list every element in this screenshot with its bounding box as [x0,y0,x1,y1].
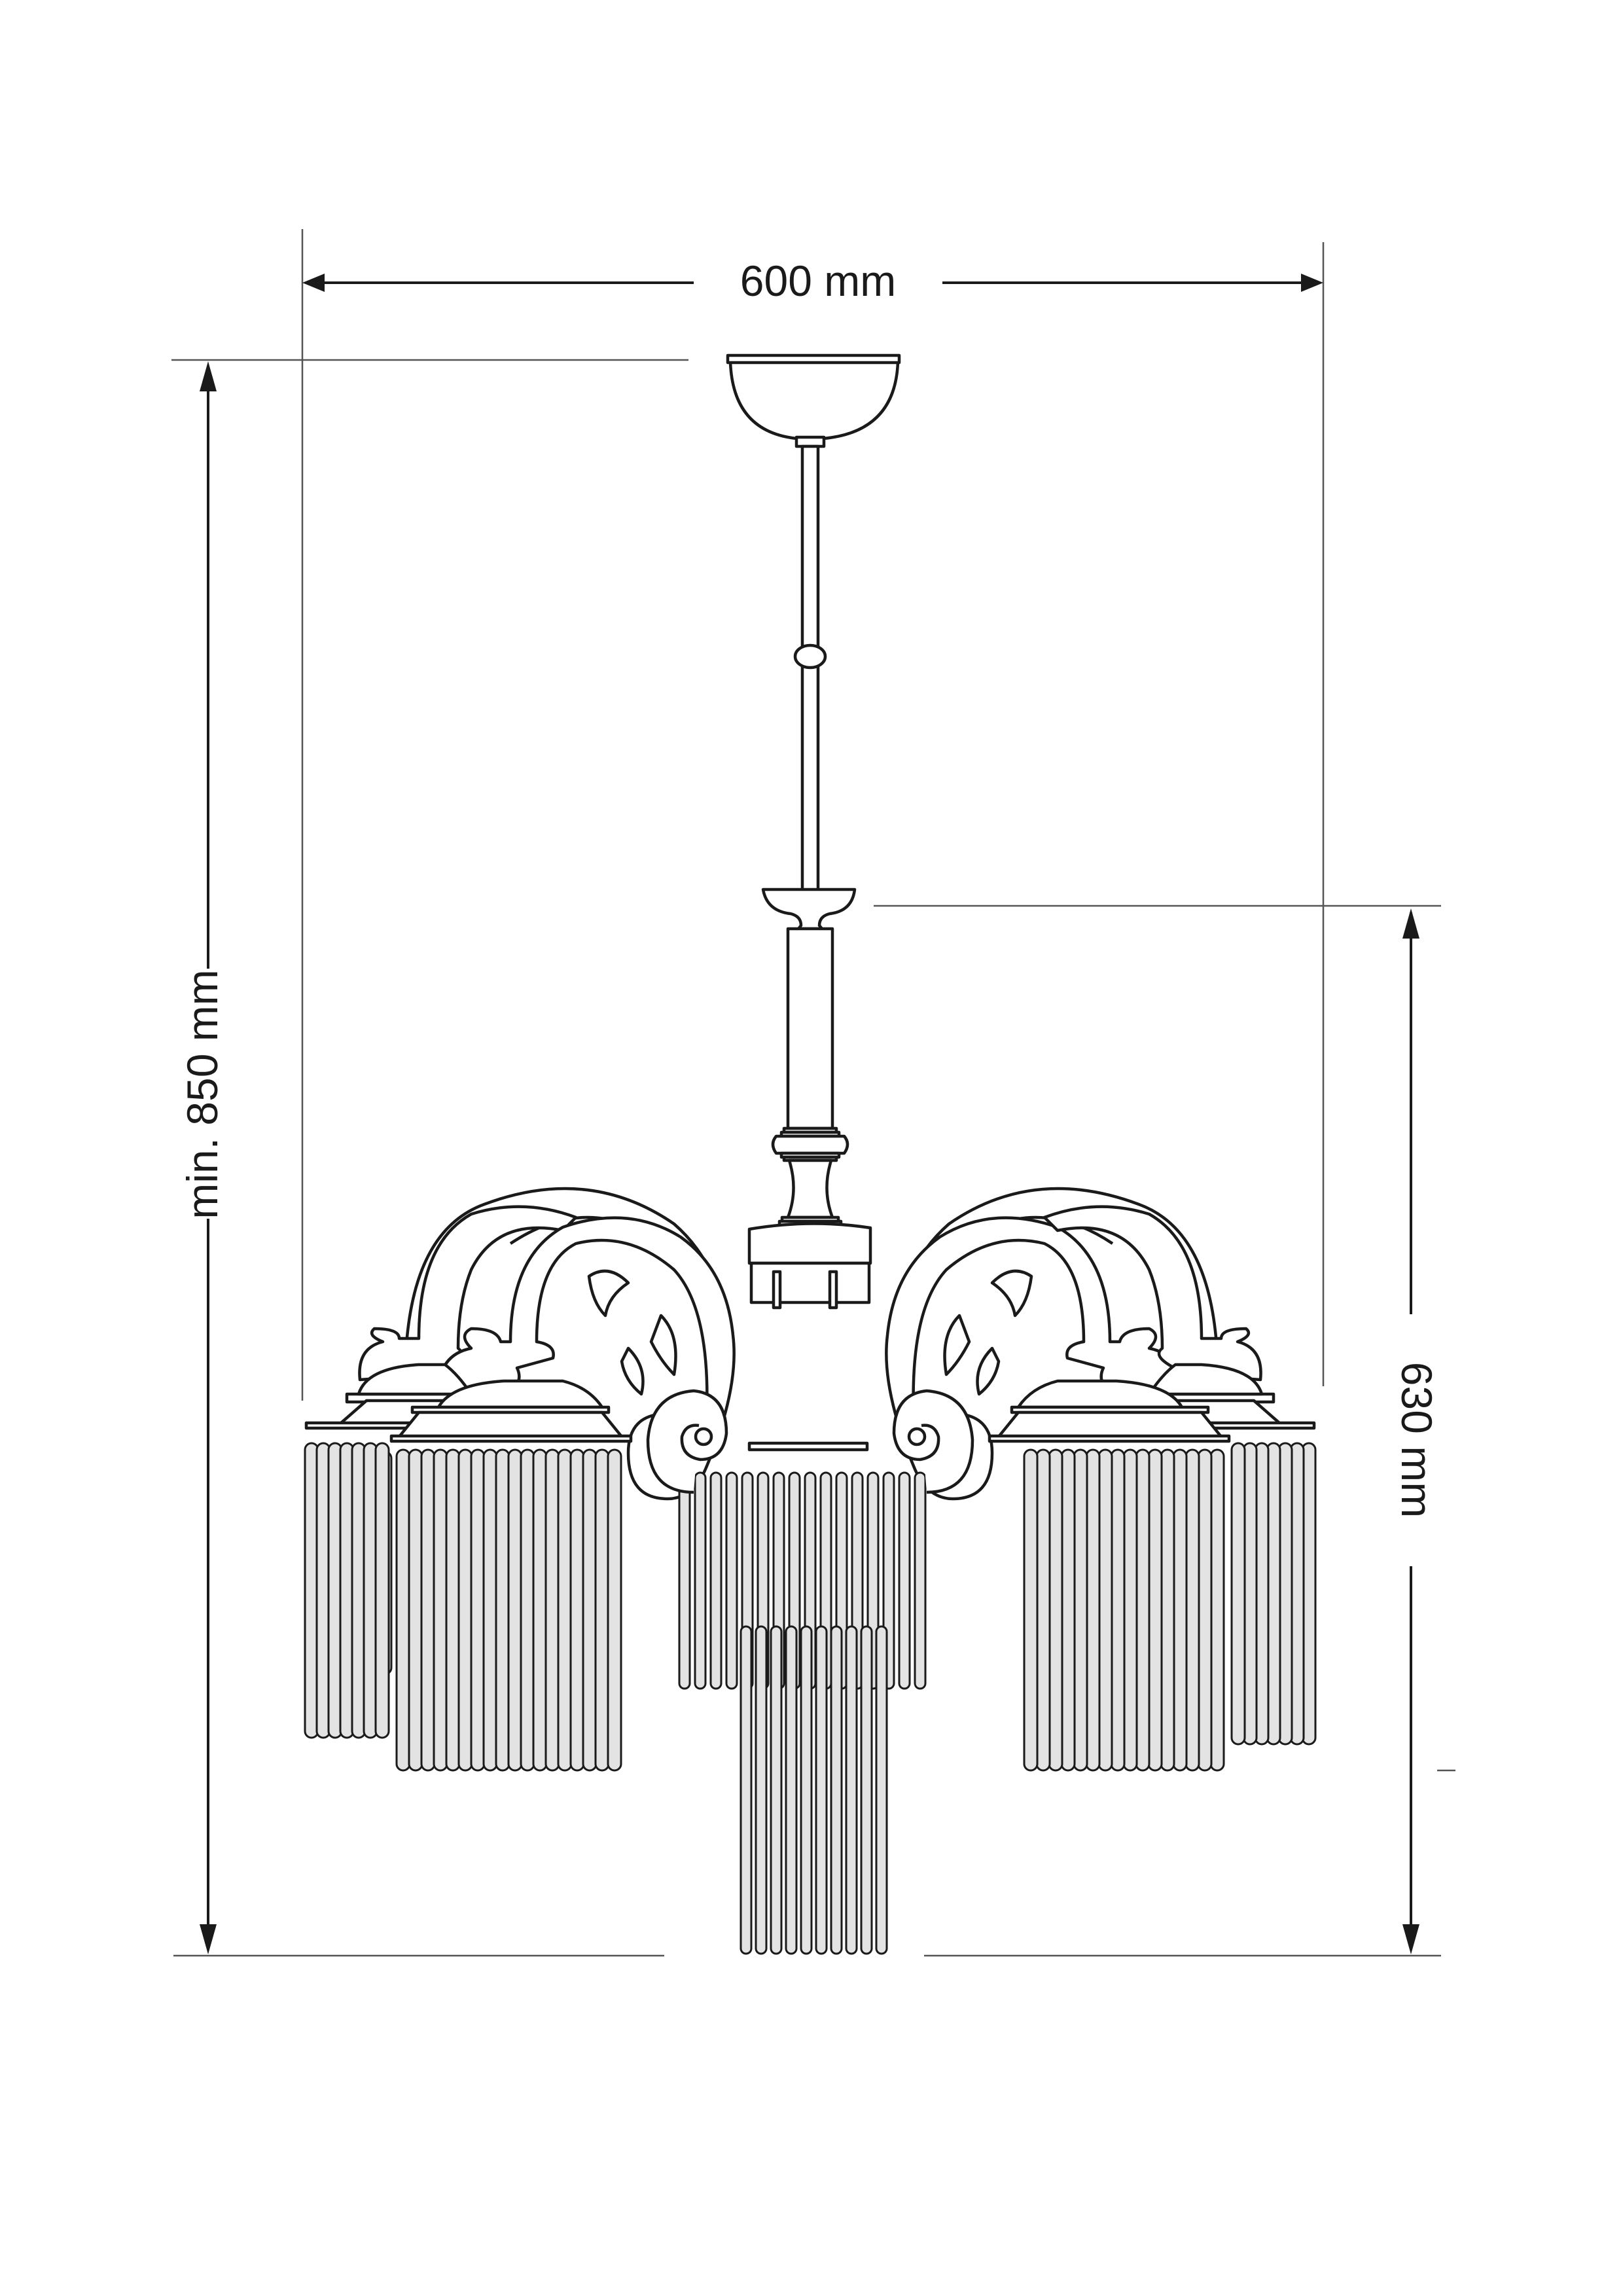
shade-center [678,1441,927,1955]
arrowhead-down-icon [200,1924,217,1954]
arrowhead-right-icon [1301,274,1323,292]
total-height-label: min. 850 mm [178,969,226,1219]
ceiling-canopy [726,353,901,448]
rods-left-outer [304,1442,390,1739]
arrowhead-down-icon [1402,1924,1419,1954]
rods-center-lower [740,1625,888,1955]
chandelier [304,353,1317,1955]
arrowhead-left-icon [302,274,325,292]
center-scroll-right [892,1389,974,1494]
arrowhead-up-icon [1402,908,1419,939]
rods-left-front [395,1448,622,1772]
body-height-dimension: 630 mm [874,905,1455,1957]
body-height-label: 630 mm [1393,1362,1441,1518]
width-dimension: 600 mm [301,229,1325,1401]
width-label: 600 mm [740,257,896,305]
arrowhead-up-icon [200,361,217,391]
shade-right-group [988,1363,1317,1772]
shade-left-front [389,1379,633,1443]
suspension-stem [793,444,827,908]
central-column [747,888,872,1310]
total-height-dimension: min. 850 mm [171,359,688,1957]
rod-row [395,1448,622,1772]
center-scroll-left [646,1389,728,1494]
